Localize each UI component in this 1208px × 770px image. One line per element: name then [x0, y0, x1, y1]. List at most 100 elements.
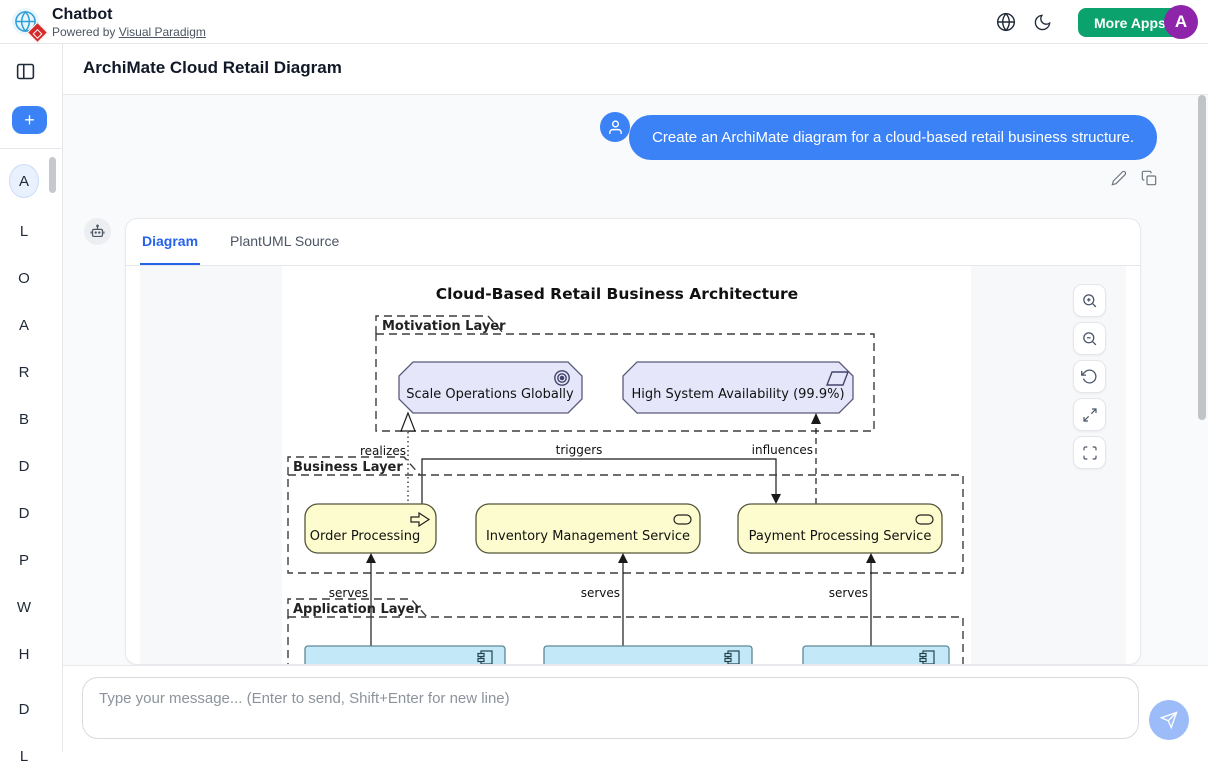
conversation-item[interactable]: H: [9, 640, 39, 668]
new-chat-button[interactable]: +: [12, 106, 47, 134]
outcome-label: High System Availability (99.9%): [631, 387, 844, 402]
app-header: Chatbot Powered by Visual Paradigm More …: [0, 0, 1208, 44]
copy-icon: [1141, 170, 1157, 186]
serves-label: serves: [829, 586, 868, 600]
outcome-icon: [825, 371, 850, 386]
send-plane-icon: [1160, 711, 1178, 729]
diagram-viewport[interactable]: Cloud-Based Retail Business Architecture…: [140, 266, 1126, 664]
zoom-in-button[interactable]: [1073, 284, 1106, 317]
composer: [63, 665, 1208, 752]
rotate-ccw-icon: [1081, 369, 1097, 384]
sidebar-toggle-button[interactable]: [15, 60, 37, 82]
business-process-icon: [410, 511, 431, 528]
conversation-item[interactable]: D: [9, 499, 39, 527]
archimate-diagram: Cloud-Based Retail Business Architecture…: [282, 266, 971, 664]
serves-label: serves: [581, 586, 620, 600]
conversation-list: A L O A R B D D P W H D L: [0, 164, 48, 770]
sidebar: + A L O A R B D D P W H D L: [0, 44, 63, 765]
zoom-in-icon: [1083, 294, 1097, 308]
conversation-item[interactable]: B: [9, 405, 39, 433]
serves-arrowhead: [866, 553, 876, 563]
expand-arrows-icon: [1082, 407, 1097, 422]
reset-view-button[interactable]: [1073, 360, 1106, 393]
edit-message-button[interactable]: [1111, 169, 1129, 187]
triggers-arrowhead: [771, 494, 781, 504]
business-service-node: [737, 503, 943, 554]
goal-icon: [554, 370, 570, 386]
visual-paradigm-link[interactable]: Visual Paradigm: [118, 25, 206, 39]
tab-diagram[interactable]: Diagram: [140, 219, 201, 265]
bot-avatar: [84, 218, 111, 245]
business-layer-frame: [287, 456, 964, 574]
main-area: ArchiMate Cloud Retail Diagram Create an…: [63, 44, 1208, 752]
user-icon: [608, 119, 622, 134]
application-component-nodes: [304, 645, 950, 664]
application-layer-label: Application Layer: [293, 602, 421, 617]
visual-paradigm-logo: [12, 8, 49, 44]
zoom-out-icon: [1083, 332, 1097, 346]
triggers-edge: [421, 458, 777, 504]
conversation-item[interactable]: L: [9, 742, 39, 770]
user-message-avatar: [600, 112, 630, 142]
page-title: ArchiMate Cloud Retail Diagram: [83, 58, 342, 77]
conversation-item[interactable]: W: [9, 593, 39, 621]
business-layer-label: Business Layer: [293, 460, 403, 475]
motivation-layer-frame: [375, 315, 875, 432]
conversation-item[interactable]: L: [9, 217, 39, 245]
user-avatar-button[interactable]: A: [1164, 5, 1198, 39]
business-service-label: Payment Processing Service: [749, 529, 932, 544]
conversation-item[interactable]: O: [9, 264, 39, 292]
powered-by: Powered by Visual Paradigm: [52, 25, 206, 39]
conversation-item[interactable]: P: [9, 546, 39, 574]
influences-arrowhead: [811, 413, 821, 424]
diagram-svg: Cloud-Based Retail Business Architecture…: [287, 285, 964, 664]
chat-area: Create an ArchiMate diagram for a cloud-…: [63, 95, 1208, 665]
pencil-icon: [1111, 170, 1127, 186]
language-globe-button[interactable]: [996, 11, 1018, 33]
serves-edges: [370, 563, 872, 646]
app-title: Chatbot: [52, 6, 113, 23]
business-process-label: Order Processing: [310, 529, 421, 544]
business-service-label: Inventory Management Service: [486, 529, 690, 544]
copy-message-button[interactable]: [1141, 169, 1159, 187]
business-process-node: [304, 503, 437, 554]
triggers-label: triggers: [556, 443, 603, 457]
moon-icon: [1034, 14, 1051, 30]
serves-arrowhead: [366, 553, 376, 563]
send-button[interactable]: [1149, 700, 1189, 740]
goal-label: Scale Operations Globally: [406, 387, 574, 402]
robot-icon: [90, 224, 105, 238]
serves-arrowhead: [618, 553, 628, 563]
conversation-item[interactable]: A: [9, 311, 39, 339]
globe-icon: [996, 12, 1016, 32]
user-message-bubble: Create an ArchiMate diagram for a cloud-…: [629, 115, 1157, 160]
globe-logo-icon: [12, 8, 39, 35]
sidebar-scrollbar[interactable]: [49, 157, 56, 193]
serves-label: serves: [329, 586, 368, 600]
title-row: ArchiMate Cloud Retail Diagram: [63, 44, 1208, 95]
zoom-controls: [1073, 284, 1106, 469]
response-card: Diagram PlantUML Source Cloud-Based Reta…: [125, 218, 1141, 665]
outcome-node: [622, 361, 854, 414]
dark-mode-button[interactable]: [1033, 11, 1055, 33]
diagram-title: Cloud-Based Retail Business Architecture: [436, 285, 798, 303]
application-layer-frame: [287, 598, 964, 664]
conversation-item[interactable]: A: [9, 164, 39, 198]
business-service-icon: [673, 514, 692, 525]
zoom-out-button[interactable]: [1073, 322, 1106, 355]
panel-toggle-icon: [16, 63, 35, 79]
message-input[interactable]: [82, 677, 1139, 739]
conversation-item[interactable]: D: [9, 695, 39, 723]
fullscreen-button[interactable]: [1073, 436, 1106, 469]
tab-plantuml-source[interactable]: PlantUML Source: [228, 219, 341, 265]
expand-button[interactable]: [1073, 398, 1106, 431]
application-component-icons: [477, 650, 935, 664]
chat-scrollbar[interactable]: [1198, 95, 1206, 420]
realizes-label: realizes: [360, 444, 406, 458]
conversation-item[interactable]: D: [9, 452, 39, 480]
realization-arrowhead: [400, 411, 416, 432]
card-tabbar: Diagram PlantUML Source: [126, 219, 1140, 266]
business-service-node: [475, 503, 701, 554]
conversation-item[interactable]: R: [9, 358, 39, 386]
goal-node: [398, 361, 583, 414]
